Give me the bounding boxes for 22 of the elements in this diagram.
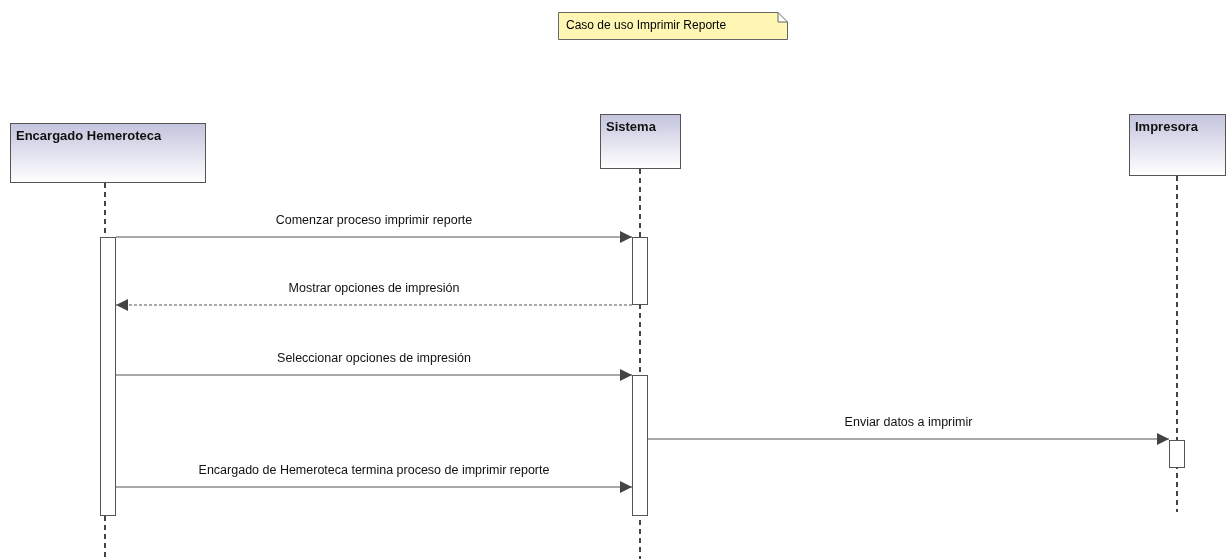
lifeline-name: Sistema [606, 119, 656, 134]
message-arrow [115, 299, 633, 311]
message-label: Enviar datos a imprimir [842, 415, 975, 429]
activation-bar [632, 375, 648, 516]
lifeline-header-box [600, 114, 681, 169]
message-arrow [115, 231, 633, 243]
lifeline-header-box [10, 123, 206, 183]
activation-bar [632, 237, 648, 305]
lifeline-header-box [1129, 114, 1226, 176]
activation-bar [100, 237, 116, 516]
message-arrow [647, 433, 1170, 445]
message-label: Encargado de Hemeroteca termina proceso de imprimir reporte [196, 463, 552, 477]
note-text: Caso de uso Imprimir Reporte [566, 18, 727, 32]
note-shape [558, 12, 788, 40]
message-label: Comenzar proceso imprimir reporte [273, 213, 475, 227]
lifeline-name: Impresora [1135, 119, 1198, 134]
lifeline-name: Encargado Hemeroteca [16, 128, 162, 143]
message-arrow [115, 481, 633, 493]
message-label: Seleccionar opciones de impresión [275, 351, 473, 365]
message-label: Mostrar opciones de impresión [286, 281, 462, 295]
message-arrow [115, 369, 633, 381]
activation-bar [1169, 440, 1185, 468]
